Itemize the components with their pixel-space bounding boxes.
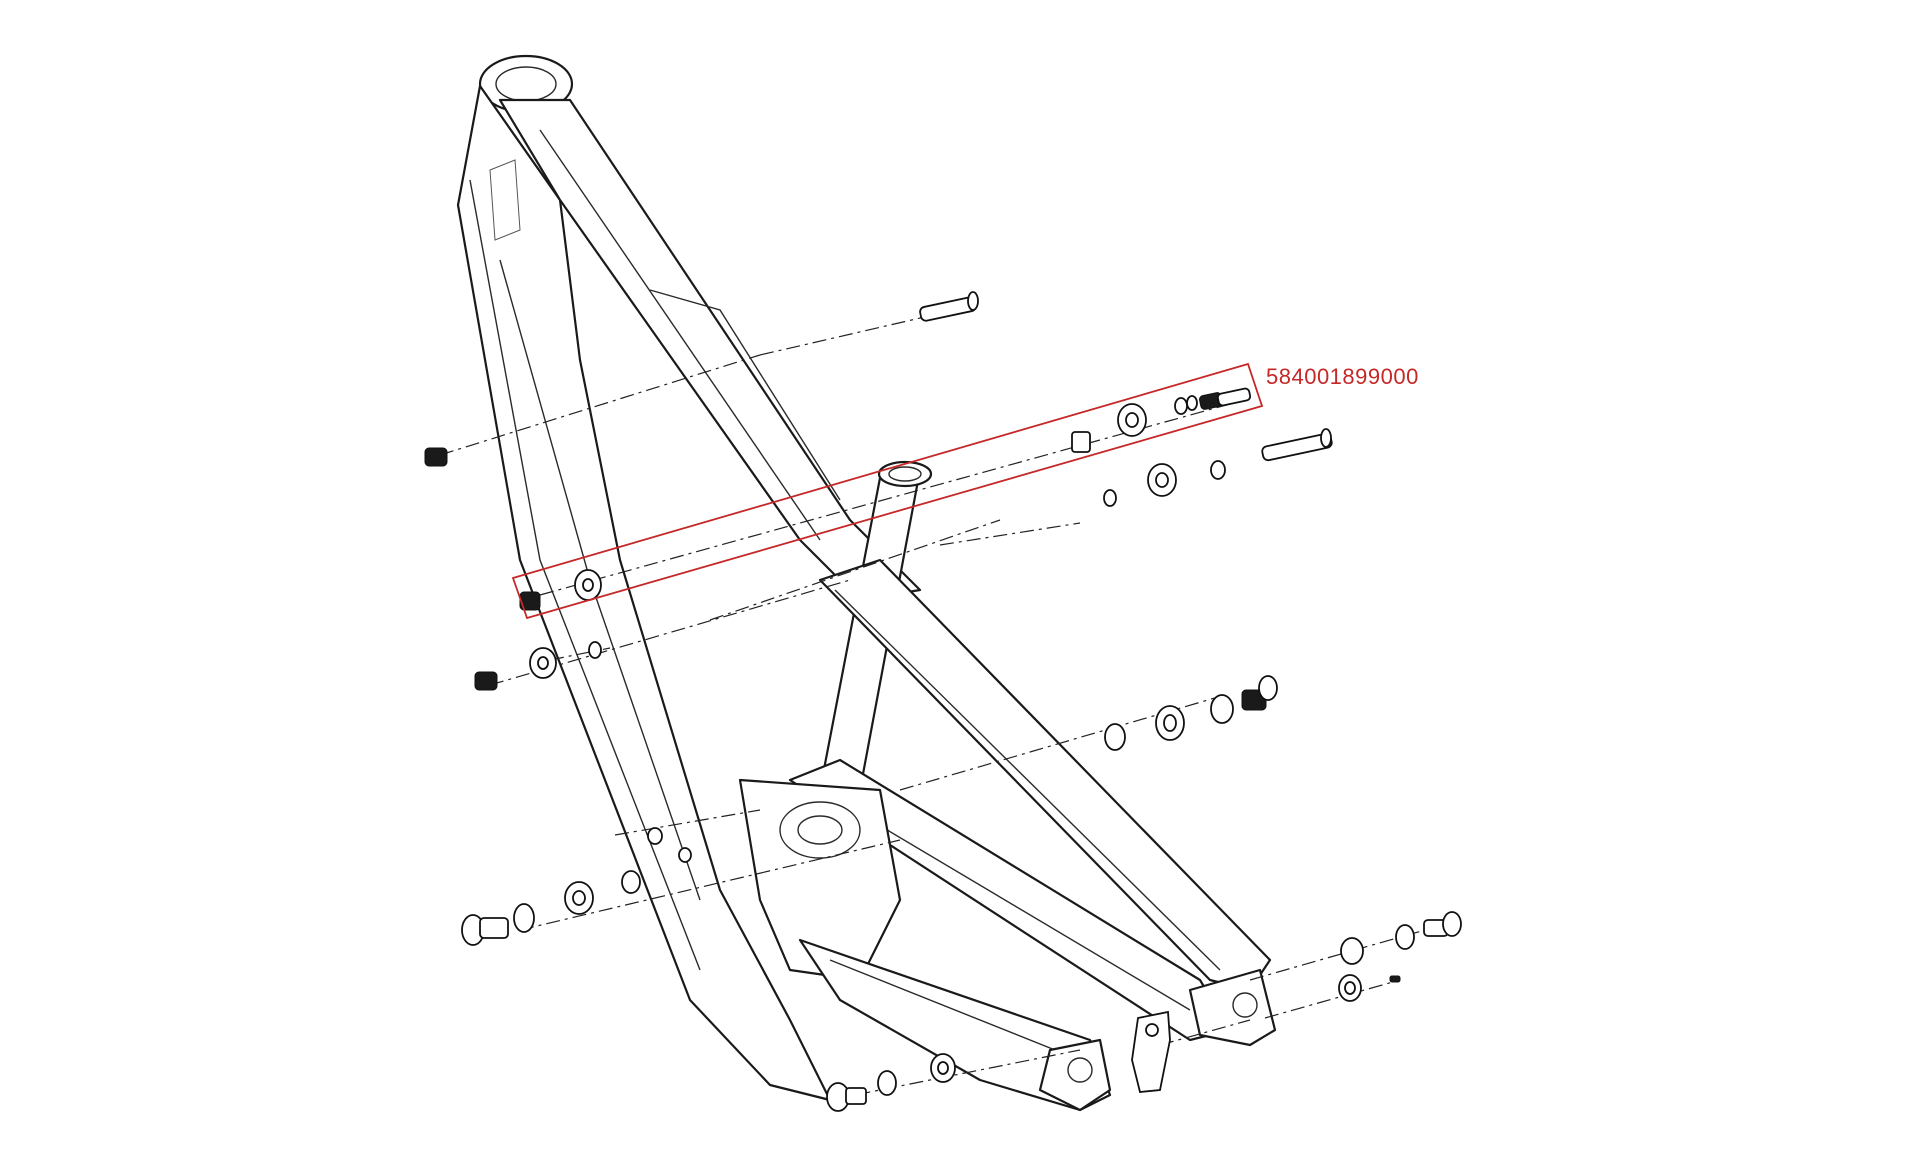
small-washer-bb xyxy=(647,827,663,845)
lower-pivot-bolt-left xyxy=(461,914,509,946)
down-tube xyxy=(456,84,832,1102)
small-washer-bb-lower xyxy=(678,847,692,863)
washer-left-middle xyxy=(588,641,602,659)
bearing-callout-right xyxy=(1117,403,1147,437)
seat-tube-top xyxy=(877,460,933,488)
bearing-left-middle xyxy=(529,647,557,679)
rear-dropout-left xyxy=(1038,1038,1112,1112)
callout-box xyxy=(511,362,1264,620)
bolt-callout xyxy=(1199,387,1252,410)
bike-frame xyxy=(456,54,1277,1112)
pivot-washer-right xyxy=(1104,723,1126,751)
bearing-callout-left xyxy=(574,569,602,601)
rear-nut-right xyxy=(1338,974,1362,1002)
lower-pivot-washer-left xyxy=(621,870,641,894)
bearing-right xyxy=(1147,463,1177,497)
pivot-bearing-right xyxy=(1155,705,1185,741)
derailleur-hanger xyxy=(1131,1010,1171,1093)
rear-dropout xyxy=(1188,968,1277,1047)
rear-pin-right xyxy=(1389,975,1401,983)
rear-bolt-right xyxy=(1423,911,1462,937)
hardware-parts xyxy=(424,291,1462,1112)
washer-callout xyxy=(1174,395,1198,415)
washer-right-inner xyxy=(1103,489,1117,507)
lower-pivot-circlip-left xyxy=(513,903,535,933)
bolt-top xyxy=(919,291,979,322)
callout-part-number: 584001899000 xyxy=(1266,364,1419,389)
pivot-bolt-right xyxy=(1241,675,1278,711)
bolt-callout-left xyxy=(519,591,541,611)
axle-right xyxy=(1261,428,1333,462)
washer-right xyxy=(1210,460,1226,480)
spacer-callout xyxy=(1071,431,1091,453)
lower-bearing-bottom xyxy=(930,1053,956,1083)
bolt-left-middle xyxy=(474,671,498,691)
lower-circlip-bottom xyxy=(877,1070,897,1096)
lower-pivot-bearing-left xyxy=(564,881,594,915)
rear-bearing-right xyxy=(1340,937,1364,965)
callout-group: 584001899000 xyxy=(511,362,1419,620)
bolt-left-upper xyxy=(424,447,448,467)
rear-circlip-right xyxy=(1395,924,1415,950)
pivot-circlip-right xyxy=(1210,694,1234,724)
lower-bolt-bottom xyxy=(826,1082,867,1112)
